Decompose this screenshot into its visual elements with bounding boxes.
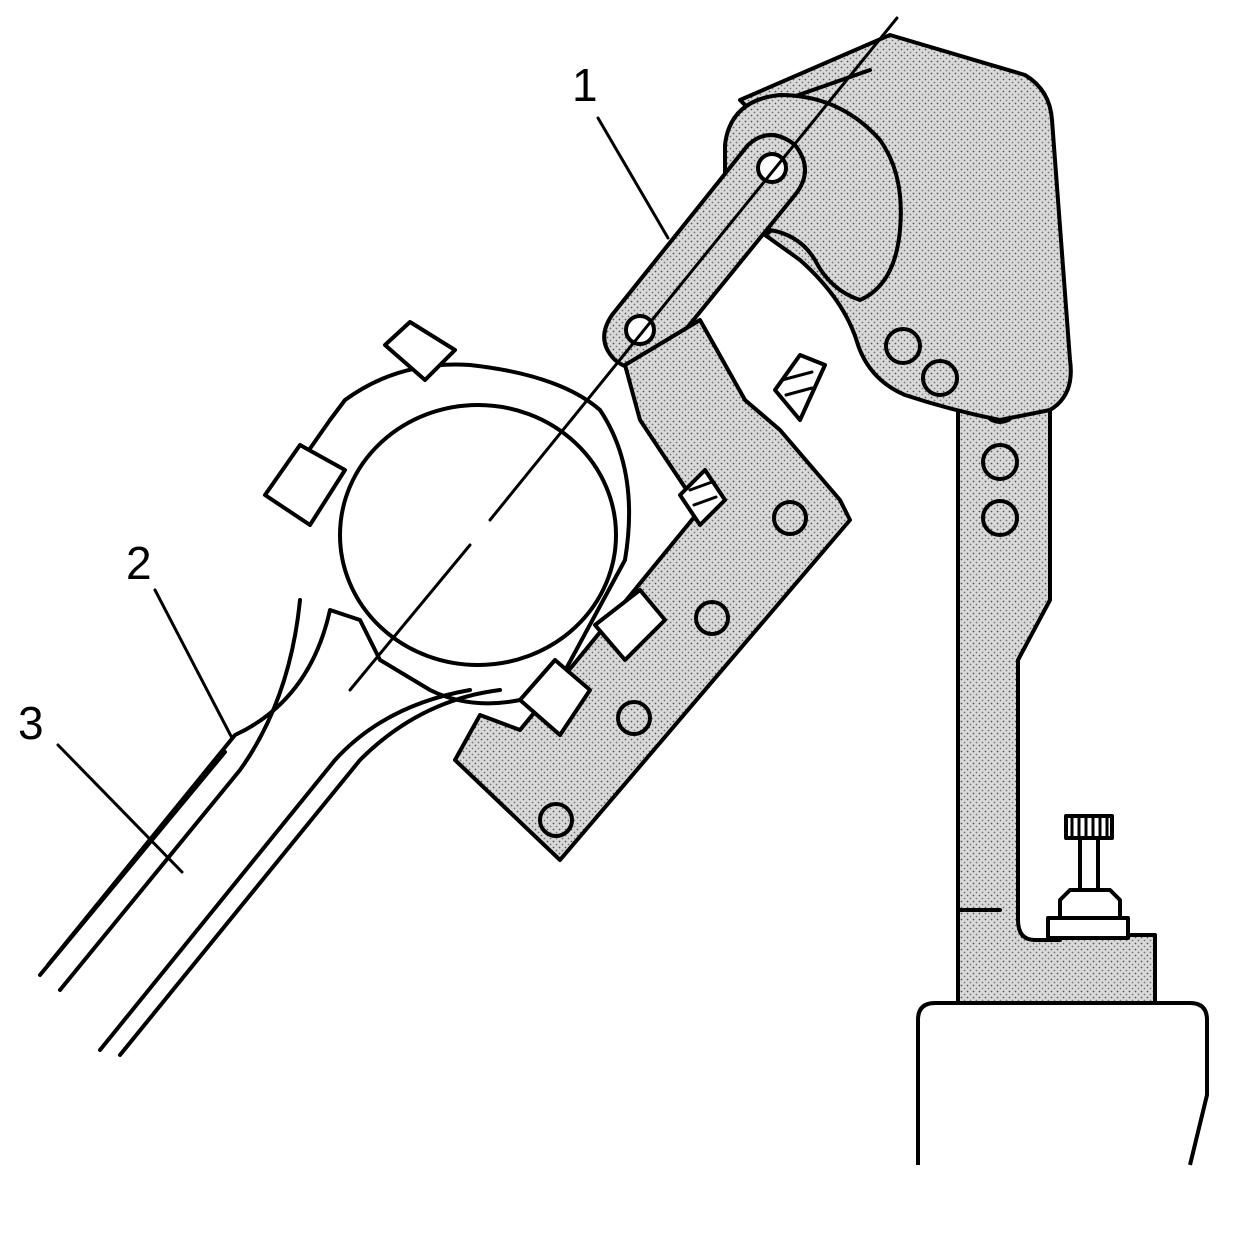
connecting-rod (38, 320, 667, 1057)
head-hole-2 (921, 359, 959, 397)
leader-3 (56, 743, 184, 874)
leader-lines (56, 116, 670, 874)
link-pin-lower (624, 314, 656, 346)
leader-1 (596, 116, 670, 240)
bracket-hole-1 (772, 500, 808, 536)
clamp-screw (1046, 814, 1130, 940)
link-pin-upper (756, 152, 788, 184)
threaded-rod (678, 353, 827, 527)
callout-2: 2 (126, 537, 152, 589)
big-end-bore (338, 403, 618, 667)
column-hole-3 (981, 499, 1019, 537)
bracket-hole-2 (694, 600, 730, 636)
alignment-line (348, 16, 899, 692)
bracket-hole-3 (616, 700, 652, 736)
bracket-hole-4 (538, 802, 574, 838)
stand-column (956, 356, 1157, 1005)
callout-1: 1 (572, 59, 598, 111)
pedestal-base (916, 1001, 1209, 1166)
column-hole-2 (981, 443, 1019, 481)
head-hole-1 (884, 327, 922, 365)
cap-bolt-upper (263, 443, 347, 527)
callout-3: 3 (18, 697, 44, 749)
leader-2 (153, 588, 234, 740)
cap-bolt-lower (518, 658, 592, 737)
